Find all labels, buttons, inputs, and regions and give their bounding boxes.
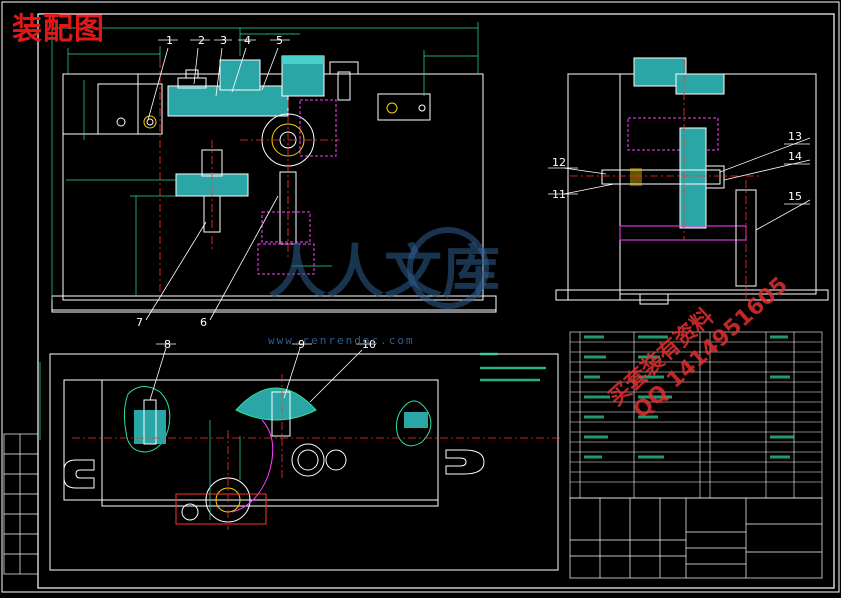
front-body-outline bbox=[62, 73, 484, 301]
callout-7: 7 bbox=[136, 316, 143, 329]
drawing-title: 装配图 bbox=[12, 12, 105, 47]
title-block bbox=[569, 497, 823, 579]
side-view bbox=[548, 57, 829, 305]
watermark-logo bbox=[407, 227, 489, 309]
top-view bbox=[39, 343, 560, 571]
callout-11: 11 bbox=[552, 188, 566, 201]
parts-list bbox=[569, 331, 823, 499]
svg-text:人人文库: 人人文库 bbox=[268, 238, 500, 306]
callout-9: 9 bbox=[298, 338, 305, 351]
revision-table bbox=[3, 433, 39, 575]
front-view bbox=[51, 22, 497, 321]
callout-3: 3 bbox=[220, 34, 227, 47]
callout-13: 13 bbox=[788, 130, 802, 143]
leader-lines bbox=[145, 39, 290, 321]
callout-10: 10 bbox=[362, 338, 376, 351]
bushing-circle bbox=[291, 443, 325, 477]
watermark-url: www.renrendoc.com bbox=[268, 334, 415, 347]
callout-12: 12 bbox=[552, 156, 566, 169]
callout-15: 15 bbox=[788, 190, 802, 203]
callout-6: 6 bbox=[200, 316, 207, 329]
callout-5: 5 bbox=[276, 34, 283, 47]
callout-2: 2 bbox=[198, 34, 205, 47]
callout-8: 8 bbox=[164, 338, 171, 351]
callout-14: 14 bbox=[788, 150, 802, 163]
callout-numbers: 1 2 3 4 5 6 7 8 9 10 11 12 13 14 15 bbox=[136, 34, 802, 351]
technical-notes bbox=[480, 352, 546, 382]
top-base-outline bbox=[49, 353, 559, 571]
callout-4: 4 bbox=[244, 34, 251, 47]
dimension-lines bbox=[51, 22, 479, 300]
watermark-brand: 人人文库 bbox=[268, 222, 568, 332]
watermark-brand-text: 人人文库 bbox=[268, 238, 500, 306]
base-plate bbox=[51, 295, 497, 313]
drawing-frame bbox=[37, 13, 835, 589]
callout-1: 1 bbox=[166, 34, 173, 47]
handle-rod bbox=[735, 189, 757, 287]
